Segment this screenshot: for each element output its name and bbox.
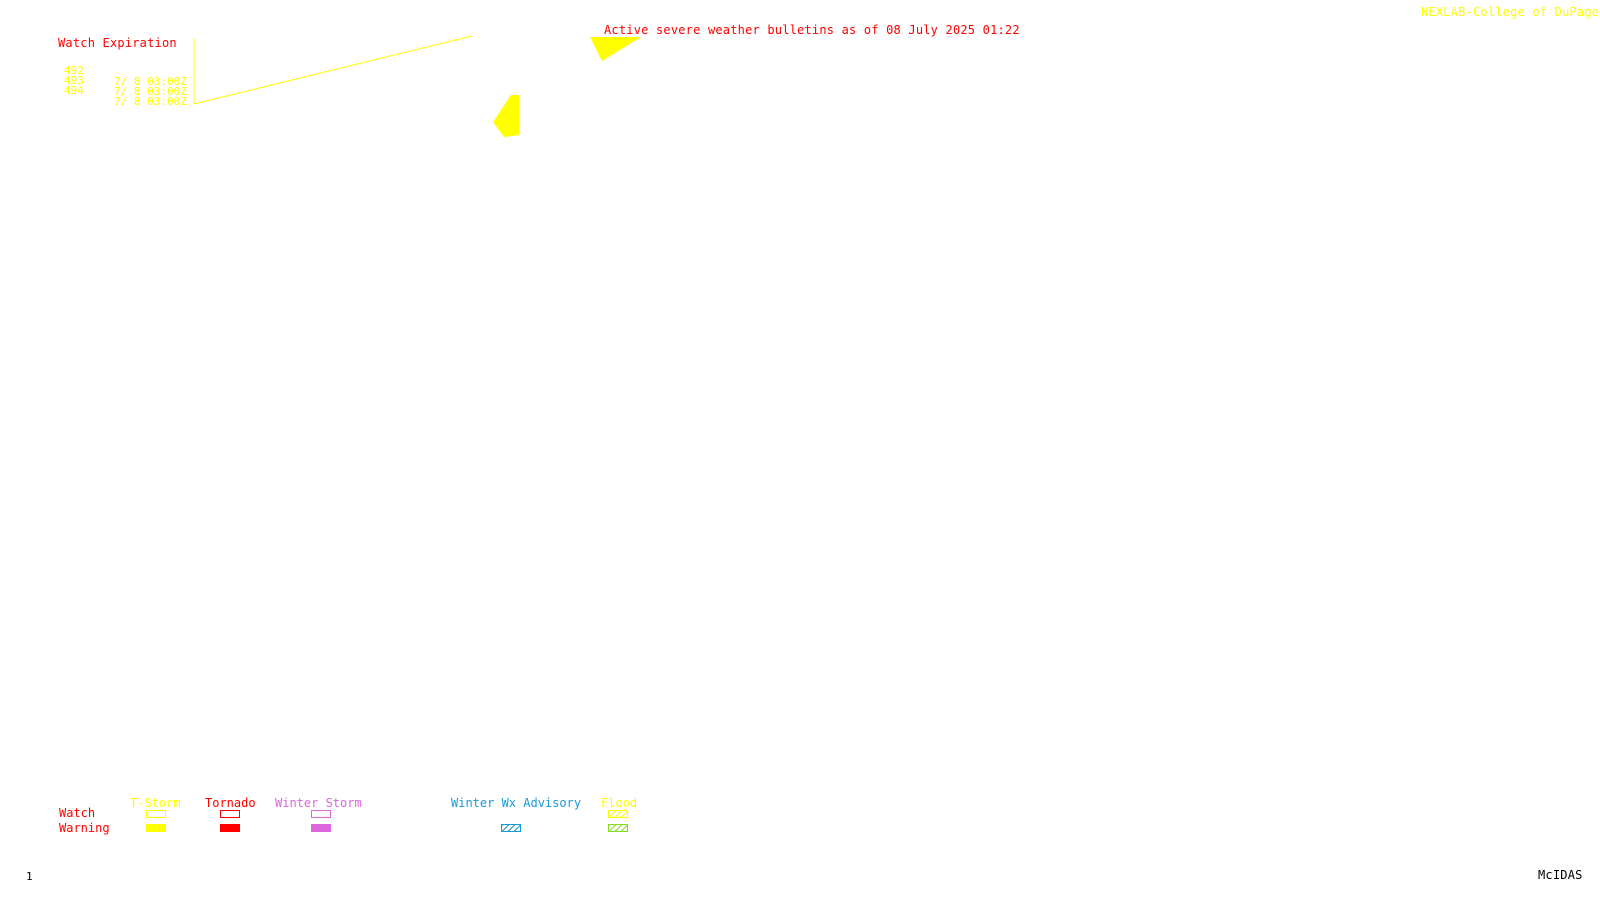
flood-warning-swatch [608,824,628,832]
winter-wx-advisory-swatch [501,824,521,832]
legend-row-warning: Warning [59,821,110,835]
winter-storm-warning-swatch [311,824,331,832]
watch-number: 493 [64,74,84,87]
watch-row: 493 7/ 8 03:00Z [64,64,187,108]
watch-expiration-title: Watch Expiration [58,36,177,50]
tstorm-watch-swatch [146,810,166,818]
watch-expiry: 7/ 8 03:00Z [114,85,187,98]
watch-row: 494 7/ 8 03:00Z [64,74,187,118]
tornado-warning-swatch [220,824,240,832]
credit-label: NEXLAB-College of DuPage R [1421,5,1600,19]
tstorm-warning-swatch [146,824,166,832]
tornado-watch-swatch [220,810,240,818]
software-label: McIDAS [1538,868,1583,882]
winter-storm-watch-swatch [311,810,331,818]
watch-row: 492 7/ 8 03:00Z [64,54,187,98]
legend-winter-storm-label: Winter Storm [275,796,362,810]
legend-flood-label: Flood [601,796,638,810]
legend-tornado-label: Tornado [205,796,256,810]
legend-winter-wx-advisory-label: Winter Wx Advisory [451,796,582,810]
watch-number: 494 [64,84,84,97]
watch-number: 492 [64,64,84,77]
watch-expiry: 7/ 8 03:00Z [114,75,187,88]
warning-polygon-north [590,37,641,61]
warning-polygon-central [493,95,519,137]
watch-expiry: 7/ 8 03:00Z [114,95,187,108]
legend-tstorm-label: T-Storm [130,796,181,810]
flood-watch-swatch [608,810,628,818]
bulletin-title: Active severe weather bulletins as of 08… [604,23,1020,37]
legend-row-watch: Watch [59,806,96,820]
watch-outline [193,35,473,105]
frame-number: 1 [26,870,33,883]
